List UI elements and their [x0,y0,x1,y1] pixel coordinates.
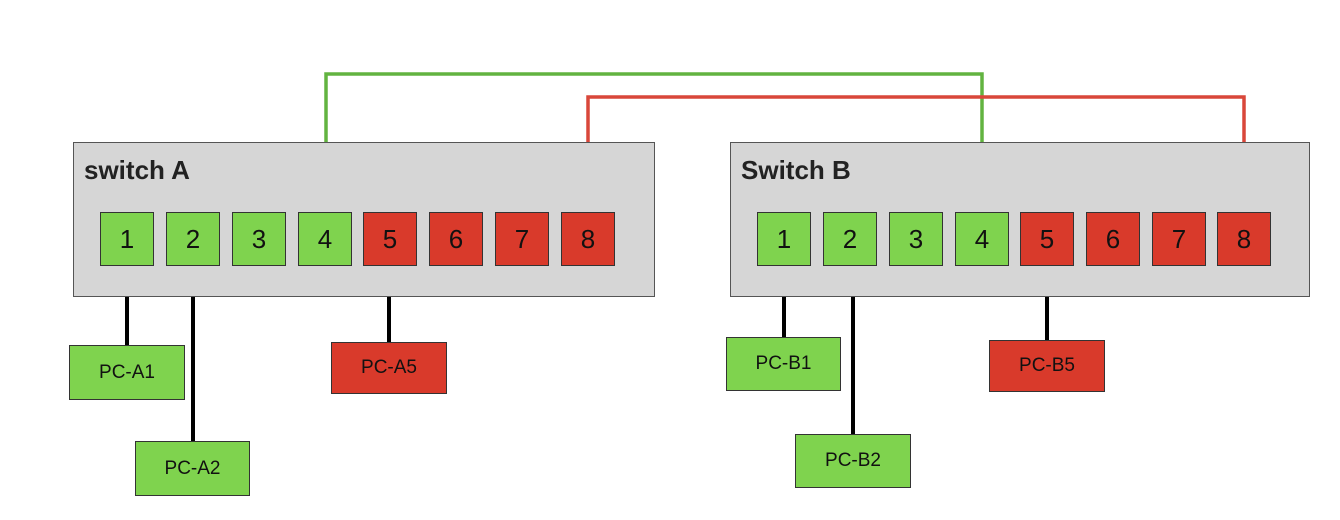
switch-a-port-3: 3 [232,212,286,266]
switch-b-port-1: 1 [757,212,811,266]
switch-b-port-8: 8 [1217,212,1271,266]
switch-b-port-5: 5 [1020,212,1074,266]
switch-a-port-1: 1 [100,212,154,266]
switch-b-port-2: 2 [823,212,877,266]
pc-b2: PC-B2 [795,434,911,488]
pc-b5: PC-B5 [989,340,1105,392]
pc-a2: PC-A2 [135,441,250,496]
pc-a1: PC-A1 [69,345,185,400]
switch-a-port-4: 4 [298,212,352,266]
switch-b-title: Switch B [741,155,851,185]
switch-a-port-7: 7 [495,212,549,266]
switch-a-port-6: 6 [429,212,483,266]
pc-a5: PC-A5 [331,342,447,394]
switch-a-port-5: 5 [363,212,417,266]
switch-b-port-4: 4 [955,212,1009,266]
switch-a-port-2: 2 [166,212,220,266]
switch-a-title: switch A [84,155,190,185]
pc-b1: PC-B1 [726,337,841,391]
switch-a-port-8: 8 [561,212,615,266]
switch-b-port-7: 7 [1152,212,1206,266]
switch-b-port-6: 6 [1086,212,1140,266]
switch-b-port-3: 3 [889,212,943,266]
